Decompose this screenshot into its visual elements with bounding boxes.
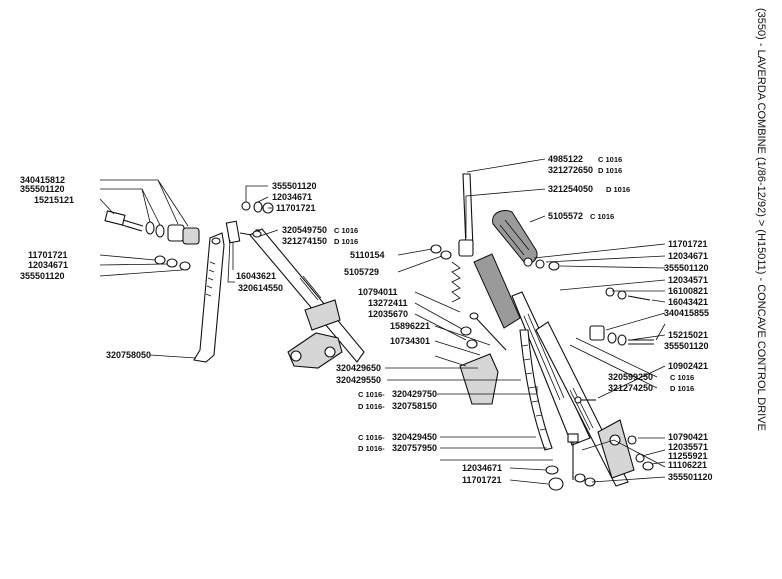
part-label: 355501120	[272, 181, 317, 191]
part-label: 340415855	[664, 308, 709, 318]
part-label: 320549750	[282, 225, 327, 235]
leader-lines	[99, 158, 666, 485]
part-label: 320429450	[392, 432, 437, 442]
nut-part	[154, 255, 191, 271]
part-label: 355501120	[668, 472, 713, 482]
part-label: 4985122	[548, 154, 583, 164]
part-label: 13272411	[368, 298, 408, 308]
part-note: D 1016-	[358, 444, 385, 453]
part-label: 355501120	[664, 263, 709, 273]
part-label-shown: 11106221	[668, 460, 707, 470]
part-label: 15215121	[34, 195, 74, 205]
part-label: 11701721	[668, 239, 708, 249]
part-label: 12035670	[368, 309, 408, 319]
part-note: C 1016	[334, 226, 358, 235]
part-note: D 1016	[334, 237, 358, 246]
latch-plate-part	[459, 353, 499, 405]
part-label: 10794011	[358, 287, 398, 297]
part-label: 11701721	[276, 203, 316, 213]
part-label: 12034671	[668, 251, 708, 261]
part-label: 321274150	[282, 236, 327, 246]
bolt-part	[589, 287, 654, 346]
part-label: 16100821	[668, 286, 708, 296]
part-label: 11701721	[462, 475, 502, 485]
control-rod-part	[462, 173, 474, 249]
part-label: 5105729	[344, 267, 379, 277]
part-note: D 1016-	[358, 402, 385, 411]
part-label: 320429550	[336, 375, 381, 385]
washer-part	[523, 257, 560, 271]
washer-part	[145, 221, 200, 245]
part-label: 355501120	[20, 271, 65, 281]
part-label: 10734301	[390, 336, 430, 346]
quadrant-part	[519, 329, 553, 451]
part-label: 12034571	[668, 275, 708, 285]
part-label: 16043421	[668, 297, 708, 307]
part-note: D 1016	[598, 166, 622, 175]
nut-part	[545, 465, 564, 491]
spring-part	[430, 244, 461, 303]
part-label: 321254050	[548, 184, 593, 194]
part-label: 12034671	[462, 463, 502, 473]
bolt-part	[574, 396, 596, 404]
part-label: 5110154	[350, 250, 385, 260]
part-note: C 1016-	[358, 433, 385, 442]
part-label: 11701721	[28, 250, 68, 260]
part-label: 5105572	[548, 211, 583, 221]
part-label: 320758150	[392, 401, 437, 411]
part-label: 355501120	[20, 184, 65, 194]
pin-part	[460, 312, 507, 351]
part-labels: 340415812 355501120 15215121 11701721 12…	[20, 154, 713, 485]
part-note: C 1016	[670, 373, 694, 382]
bush-part	[458, 239, 474, 257]
part-label: 320429750	[392, 389, 437, 399]
part-label: 320599250	[608, 372, 653, 382]
part-note: D 1016	[606, 185, 630, 194]
part-label: 340415812	[20, 175, 65, 185]
part-label: 321272650	[548, 165, 593, 175]
part-label: 12035571	[668, 442, 708, 452]
part-note: D 1016	[670, 384, 694, 393]
handle-grip-part	[492, 210, 538, 264]
part-label: 10902421	[668, 361, 708, 371]
part-label: 10790421	[668, 432, 708, 442]
part-note: C 1016-	[358, 390, 385, 399]
part-label: 320429650	[336, 363, 381, 373]
bracket-part	[567, 419, 635, 487]
part-label: 15896221	[390, 321, 430, 331]
slotted-arm-part	[249, 228, 365, 363]
washer-part	[241, 201, 274, 214]
main-lever-part	[511, 291, 591, 446]
part-label: 15215021	[668, 330, 708, 340]
bolt-part	[104, 210, 144, 232]
lever-knob-part	[473, 253, 521, 329]
part-label: 12034671	[28, 260, 68, 270]
part-label: 321274250	[608, 383, 653, 393]
vertical-lever-part	[193, 232, 225, 363]
part-label: 320758050	[106, 350, 151, 360]
part-label: 320757950	[392, 443, 437, 453]
part-label: 320614550	[238, 283, 283, 293]
part-label: 355501120	[664, 341, 709, 351]
diagram-title: (3550) - LAVERDA COMBINE (1/86-12/92) > …	[755, 8, 767, 431]
part-note: C 1016	[598, 155, 622, 164]
mounting-plate-part	[287, 299, 343, 369]
part-label: 16043621	[236, 271, 276, 281]
part-note: C 1016	[590, 212, 614, 221]
part-label: 11255921	[668, 451, 708, 461]
part-label: 12034671	[272, 192, 312, 202]
